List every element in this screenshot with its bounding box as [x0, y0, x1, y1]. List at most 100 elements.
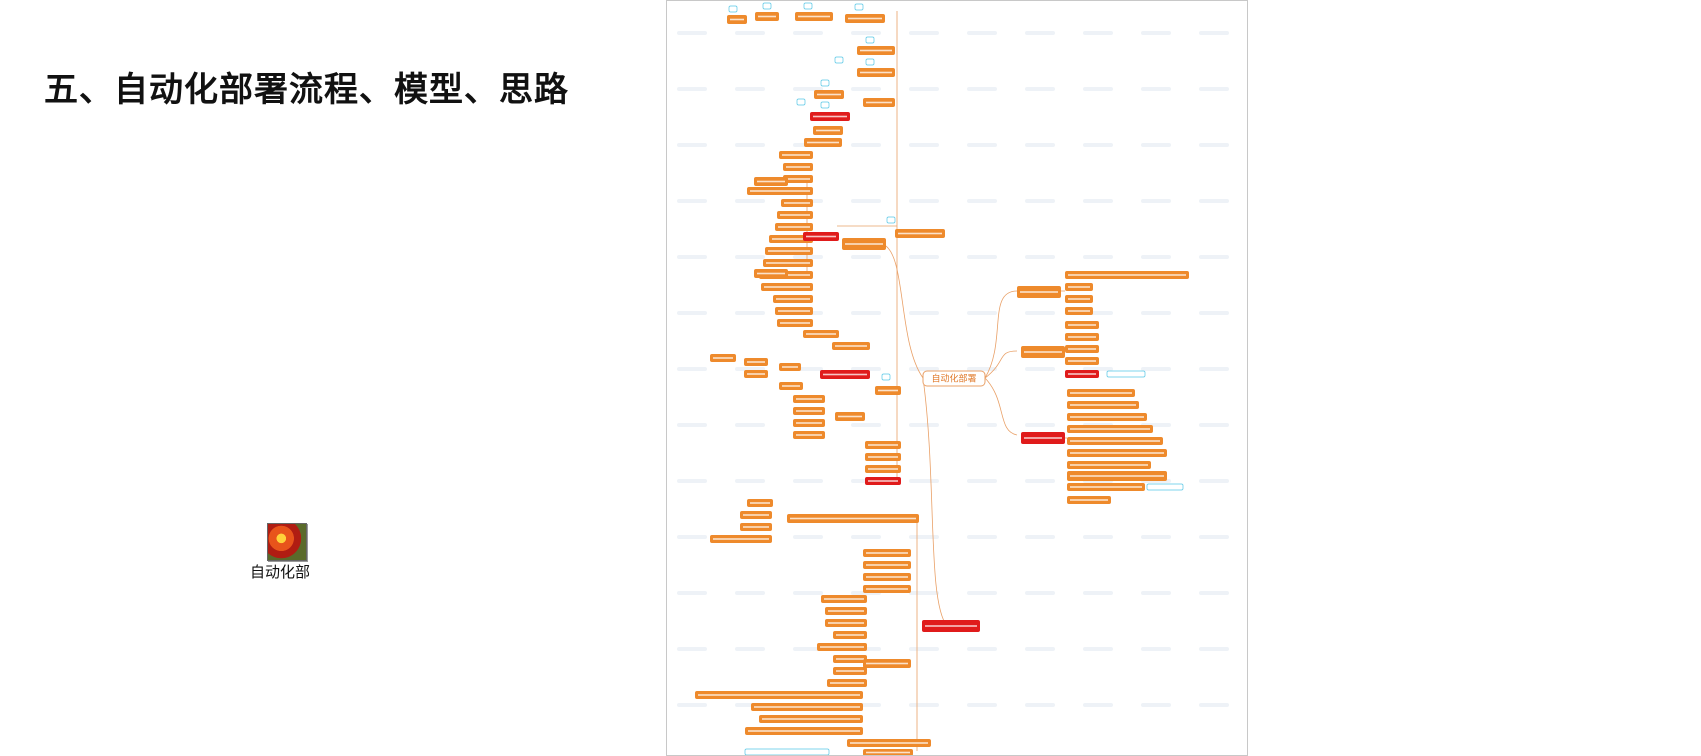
- watermark-mark: [677, 143, 707, 147]
- mindmap-node-text: [1070, 486, 1142, 488]
- watermark-mark: [793, 87, 823, 91]
- mindmap-node-text: [868, 456, 898, 458]
- watermark-mark: [851, 143, 881, 147]
- watermark-mark: [967, 87, 997, 91]
- mindmap-node-text: [754, 706, 860, 708]
- mindmap-node-text: [796, 398, 822, 400]
- mindmap-node-text: [782, 366, 798, 368]
- mindmap-badge: [834, 56, 844, 64]
- mindmap-node-text: [747, 373, 765, 375]
- watermark-mark: [1083, 87, 1113, 91]
- watermark-mark: [677, 367, 707, 371]
- image-thumbnail-icon[interactable]: [267, 523, 307, 561]
- mindmap-node-text: [784, 202, 810, 204]
- watermark-mark: [967, 367, 997, 371]
- watermark-mark: [735, 311, 765, 315]
- watermark-mark: [909, 367, 939, 371]
- mindmap-node-text: [868, 480, 898, 482]
- watermark-mark: [909, 87, 939, 91]
- mindmap-node-text: [796, 434, 822, 436]
- mindmap-node-text: [748, 730, 860, 732]
- mindmap-node-text: [1024, 437, 1062, 439]
- watermark-mark: [1199, 311, 1229, 315]
- mindmap-badge: [796, 98, 806, 106]
- mindmap-node-text: [1068, 274, 1186, 276]
- mindmap-node-text: [778, 310, 810, 312]
- mindmap-node-text: [782, 154, 810, 156]
- mindmap-connector: [881, 243, 924, 379]
- mindmap-node-text: [796, 410, 822, 412]
- mindmap-badge: [820, 101, 830, 109]
- mindmap-node-text: [925, 625, 977, 627]
- watermark-mark: [967, 143, 997, 147]
- mindmap-node-text: [1068, 310, 1090, 312]
- mindmap-node-text: [878, 389, 898, 392]
- watermark-mark: [1199, 255, 1229, 259]
- mindmap-node-text: [1020, 291, 1058, 293]
- mindmap-node-text: [782, 385, 800, 387]
- watermark-mark: [1025, 143, 1055, 147]
- mindmap-node-text: [743, 514, 769, 516]
- mindmap-node-text: [713, 357, 733, 359]
- mindmap-node-text: [836, 658, 864, 660]
- watermark-mark: [793, 535, 823, 539]
- watermark-mark: [967, 423, 997, 427]
- mindmap-node-text: [1070, 475, 1164, 477]
- mindmap-image: 自动化部署: [666, 0, 1248, 756]
- mindmap-badge: [762, 2, 772, 10]
- watermark-mark: [967, 311, 997, 315]
- watermark-mark: [1083, 31, 1113, 35]
- watermark-mark: [1141, 311, 1171, 315]
- watermark-mark: [851, 199, 881, 203]
- mindmap-node-text: [836, 670, 864, 672]
- mindmap-node-text: [835, 345, 867, 347]
- mindmap-node-text: [1070, 404, 1136, 406]
- watermark-mark: [677, 31, 707, 35]
- mindmap-node-text: [836, 634, 864, 636]
- watermark-mark: [1141, 87, 1171, 91]
- watermark-mark: [1025, 703, 1055, 707]
- watermark-mark: [1141, 703, 1171, 707]
- watermark-mark: [1025, 647, 1055, 651]
- watermark-mark: [1083, 199, 1113, 203]
- mindmap-node-text: [817, 93, 841, 96]
- watermark-mark: [1025, 535, 1055, 539]
- mindmap-connector: [984, 290, 1018, 379]
- watermark-mark: [1141, 367, 1171, 371]
- mindmap-node-text: [820, 646, 864, 648]
- watermark-mark: [1199, 143, 1229, 147]
- watermark-mark: [1199, 479, 1229, 483]
- watermark-mark: [851, 31, 881, 35]
- watermark-mark: [1199, 703, 1229, 707]
- watermark-mark: [1025, 479, 1055, 483]
- mindmap-node-text: [747, 361, 765, 363]
- watermark-mark: [793, 647, 823, 651]
- mindmap-node-text: [772, 238, 810, 240]
- watermark-mark: [1083, 703, 1113, 707]
- watermark-mark: [909, 143, 939, 147]
- watermark-mark: [1199, 535, 1229, 539]
- watermark-mark: [1141, 143, 1171, 147]
- embedded-object-label: 自动化部: [250, 563, 311, 581]
- mindmap-node-text: [1070, 392, 1132, 394]
- watermark-mark: [1199, 31, 1229, 35]
- mindmap-node-text: [1070, 428, 1150, 430]
- mindmap-node-text: [848, 17, 882, 20]
- watermark-mark: [1199, 87, 1229, 91]
- mindmap-badge: [1146, 483, 1184, 491]
- watermark-mark: [1025, 199, 1055, 203]
- mindmap-node-text: [757, 180, 785, 183]
- mindmap-node-text: [780, 214, 810, 216]
- watermark-mark: [1199, 647, 1229, 651]
- watermark-mark: [1141, 255, 1171, 259]
- mindmap-node-text: [758, 15, 776, 18]
- watermark-mark: [1025, 311, 1055, 315]
- watermark-mark: [1141, 647, 1171, 651]
- mindmap-node-text: [868, 444, 898, 446]
- mindmap-node-text: [790, 517, 916, 520]
- mindmap-node-text: [850, 742, 928, 744]
- watermark-mark: [793, 31, 823, 35]
- watermark-mark: [909, 591, 939, 595]
- watermark-mark: [677, 423, 707, 427]
- watermark-mark: [1025, 255, 1055, 259]
